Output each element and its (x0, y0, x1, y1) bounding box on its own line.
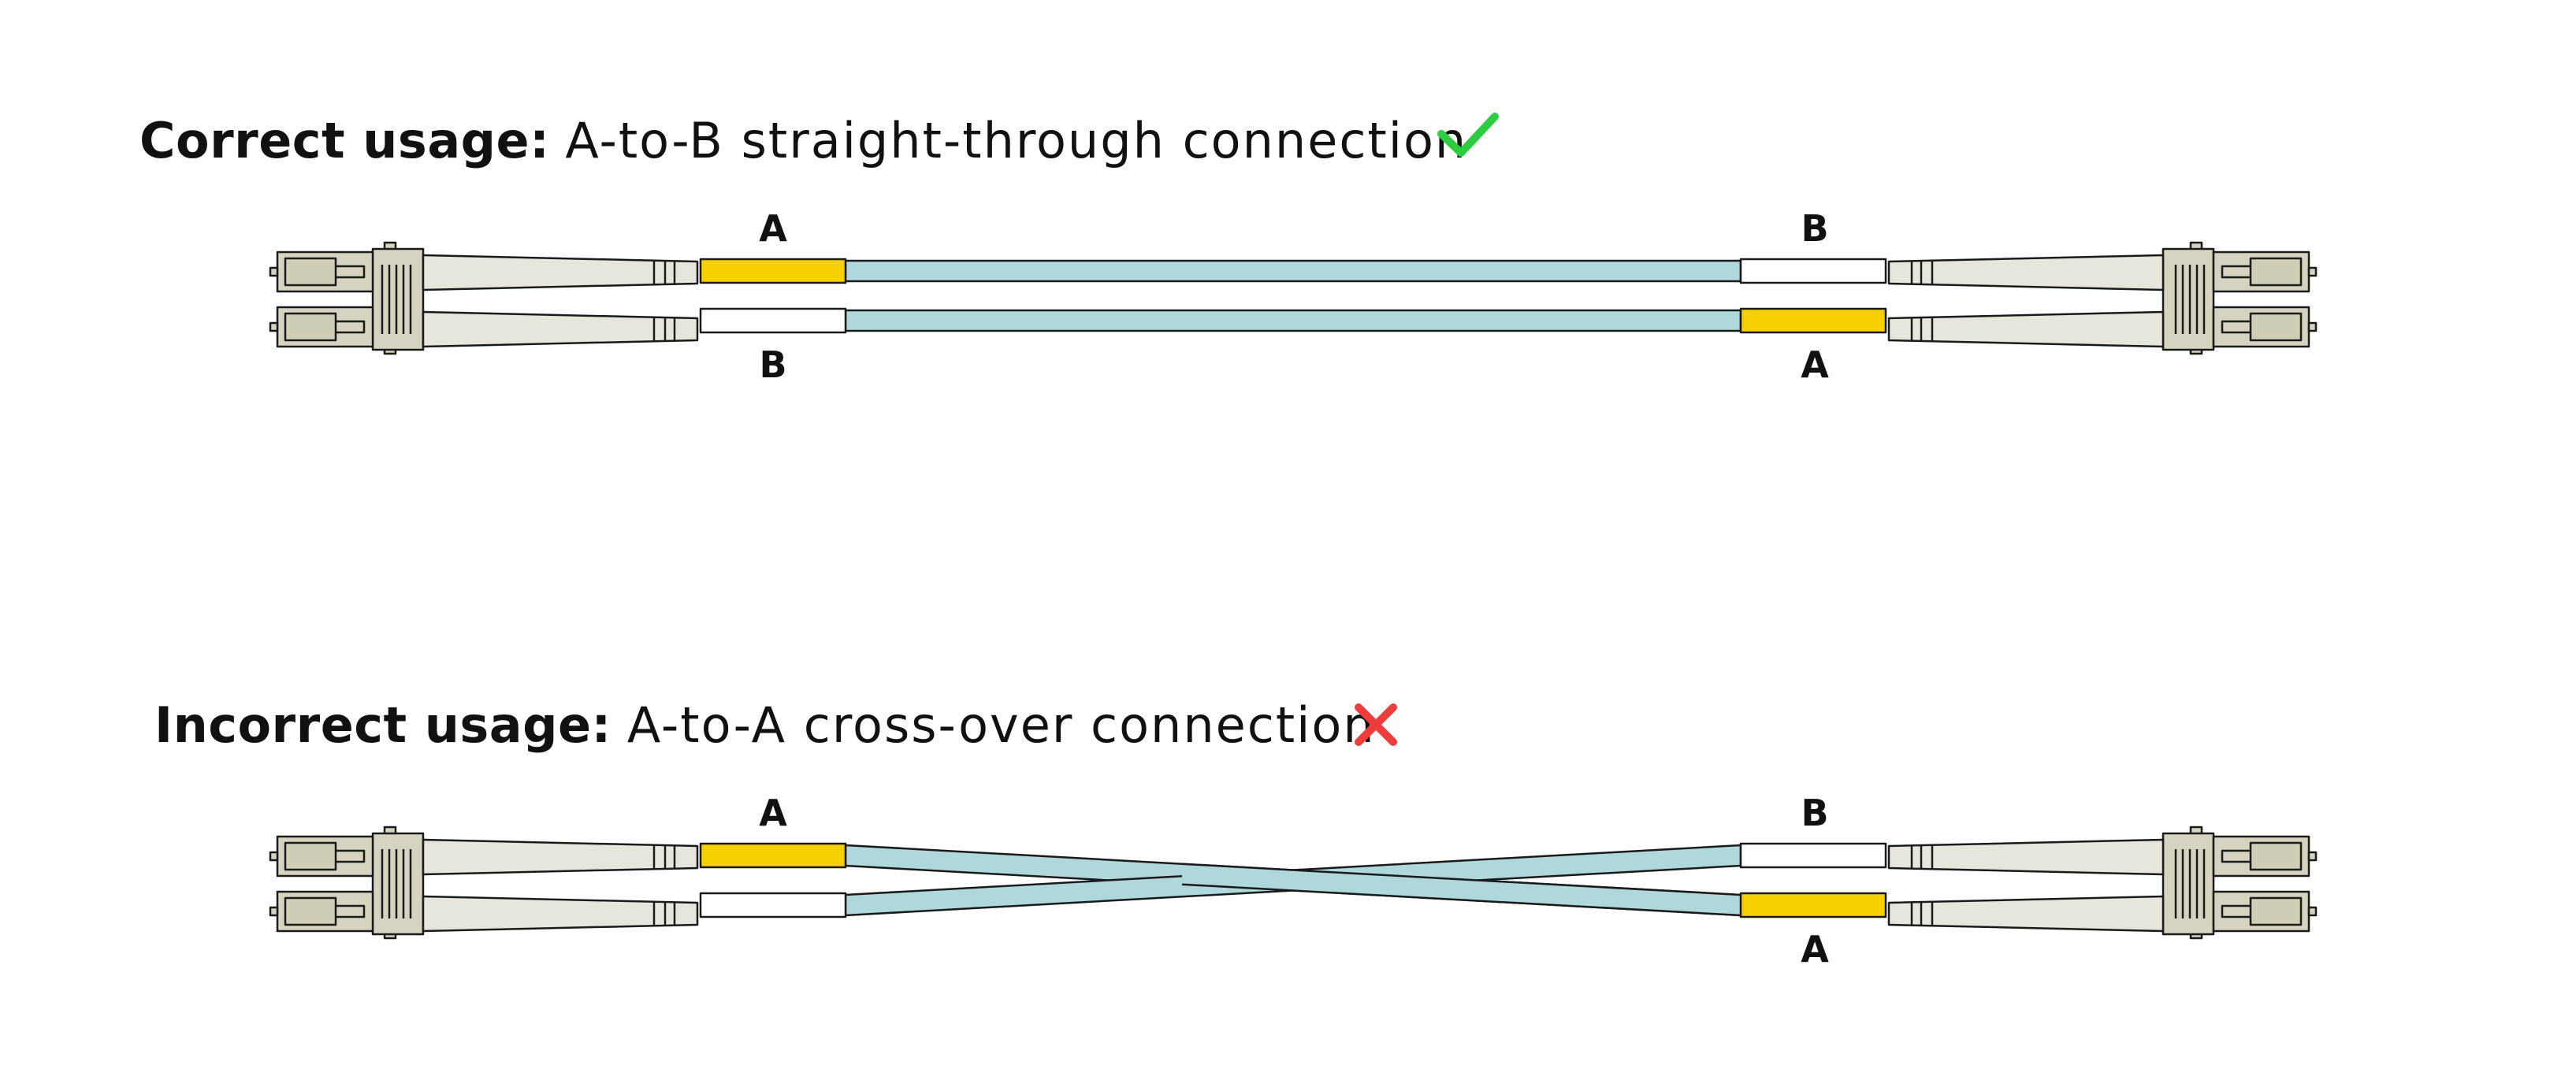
sleeve-b (1739, 842, 1887, 869)
label-left-top: A (759, 792, 787, 834)
cross-mark-icon (1355, 703, 1397, 746)
cable-assembly: A B B A (269, 207, 2318, 386)
heading-bold: Incorrect usage: (154, 696, 611, 754)
cable-assembly: A B A (269, 792, 2318, 970)
sleeve-a (699, 842, 847, 869)
sleeve-b (699, 892, 847, 918)
label-left-bottom: B (759, 343, 786, 386)
lc-connector-left (269, 241, 699, 355)
fiber-bottom (844, 309, 1742, 332)
lc-connector-right (1887, 241, 2318, 355)
lc-connector-left (269, 826, 699, 940)
sleeve-b (1739, 258, 1887, 284)
section-heading: Incorrect usage: A-to-A cross-over connec… (154, 696, 1376, 754)
label-left-top: A (759, 207, 787, 250)
lc-connector-right (1887, 826, 2318, 940)
check-mark-icon (1437, 113, 1499, 157)
sleeve-a (1739, 307, 1887, 334)
heading-text: A-to-A cross-over connection (627, 696, 1376, 754)
label-right-top: B (1801, 207, 1828, 250)
heading-bold: Correct usage: (139, 112, 549, 169)
fiber-top (844, 259, 1742, 283)
section-correct: Correct usage: A-to-B straight-through co… (139, 112, 2318, 386)
sleeve-a (699, 258, 847, 284)
sleeve-b (699, 307, 847, 334)
section-heading: Correct usage: A-to-B straight-through co… (139, 112, 1467, 169)
heading-text: A-to-B straight-through connection (565, 112, 1467, 169)
label-right-bottom: A (1801, 343, 1829, 386)
label-right-top: B (1801, 792, 1828, 834)
section-incorrect: Incorrect usage: A-to-A cross-over connec… (154, 696, 2318, 970)
sleeve-a (1739, 892, 1887, 918)
label-right-bottom: A (1801, 928, 1829, 970)
